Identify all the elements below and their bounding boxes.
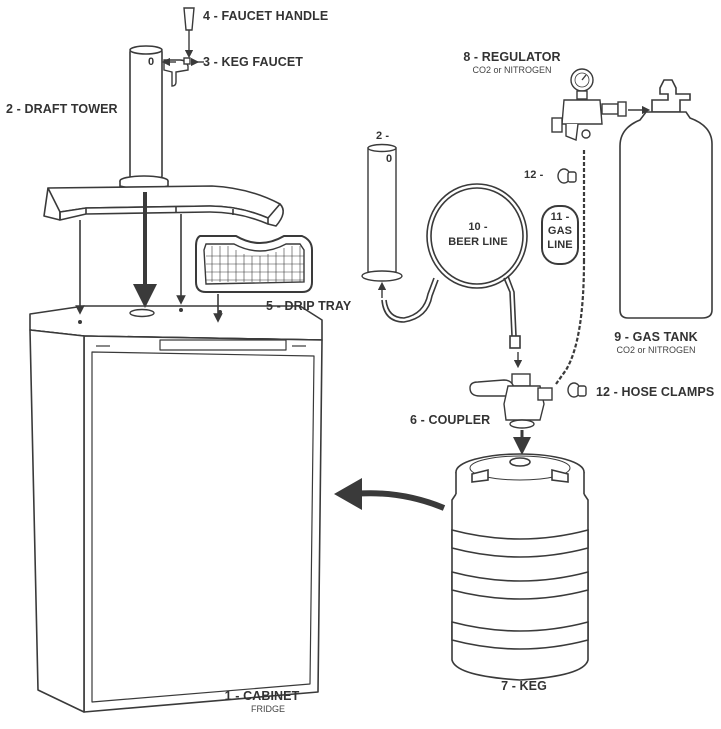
label-faucet-handle: 4 - FAUCET HANDLE (203, 9, 329, 23)
label-coupler: 6 - COUPLER (410, 413, 491, 427)
label-hose-clamps: 12 - HOSE CLAMPS (596, 385, 715, 399)
keg-into-cabinet-arrow (334, 478, 446, 511)
label-keg-faucet: 3 - KEG FAUCET (203, 55, 304, 69)
label-beer-line: BEER LINE (448, 236, 508, 248)
label-beer-line-number: 10 - (468, 221, 488, 233)
label-draft-tower: 2 - DRAFT TOWER (6, 102, 118, 116)
gas-line (541, 150, 586, 385)
draft-tower-small (361, 143, 403, 282)
beer-line-hose (381, 183, 528, 349)
label-keg: 7 - KEG (501, 679, 547, 693)
faucet-handle (183, 7, 195, 40)
keg (451, 453, 589, 681)
hose-clamp-top (557, 168, 577, 184)
tower-rail-tray (43, 185, 284, 227)
label-gas-tank: 9 - GAS TANK (614, 330, 698, 344)
coupler (469, 373, 553, 429)
label-drip-tray: 5 - DRIP TRAY (266, 299, 352, 313)
draft-tower-main (119, 45, 169, 190)
drip-tray (195, 235, 313, 293)
tower-zero-small: 0 (386, 153, 393, 165)
gas-tank (619, 79, 713, 319)
cabinet-fridge (29, 305, 323, 713)
tower-zero-main: 0 (148, 56, 155, 68)
label-gas-line-2: LINE (547, 239, 573, 251)
label-cabinet-sub: FRIDGE (250, 704, 286, 714)
label-regulator: 8 - REGULATOR (463, 50, 561, 64)
assembly-arrows (75, 40, 223, 323)
label-clamp-top: 12 - (524, 169, 544, 181)
label-tower-small-number: 2 - (376, 130, 390, 142)
hose-clamp-bottom (567, 382, 587, 398)
label-regulator-sub: CO2 or NITROGEN (472, 65, 552, 75)
label-gas-line-1: GAS (547, 225, 573, 237)
label-gas-line-number: 11 - (550, 211, 570, 223)
label-cabinet: 1 - CABINET (224, 689, 300, 703)
regulator (551, 68, 627, 141)
label-gas-tank-sub: CO2 or NITROGEN (616, 345, 696, 355)
